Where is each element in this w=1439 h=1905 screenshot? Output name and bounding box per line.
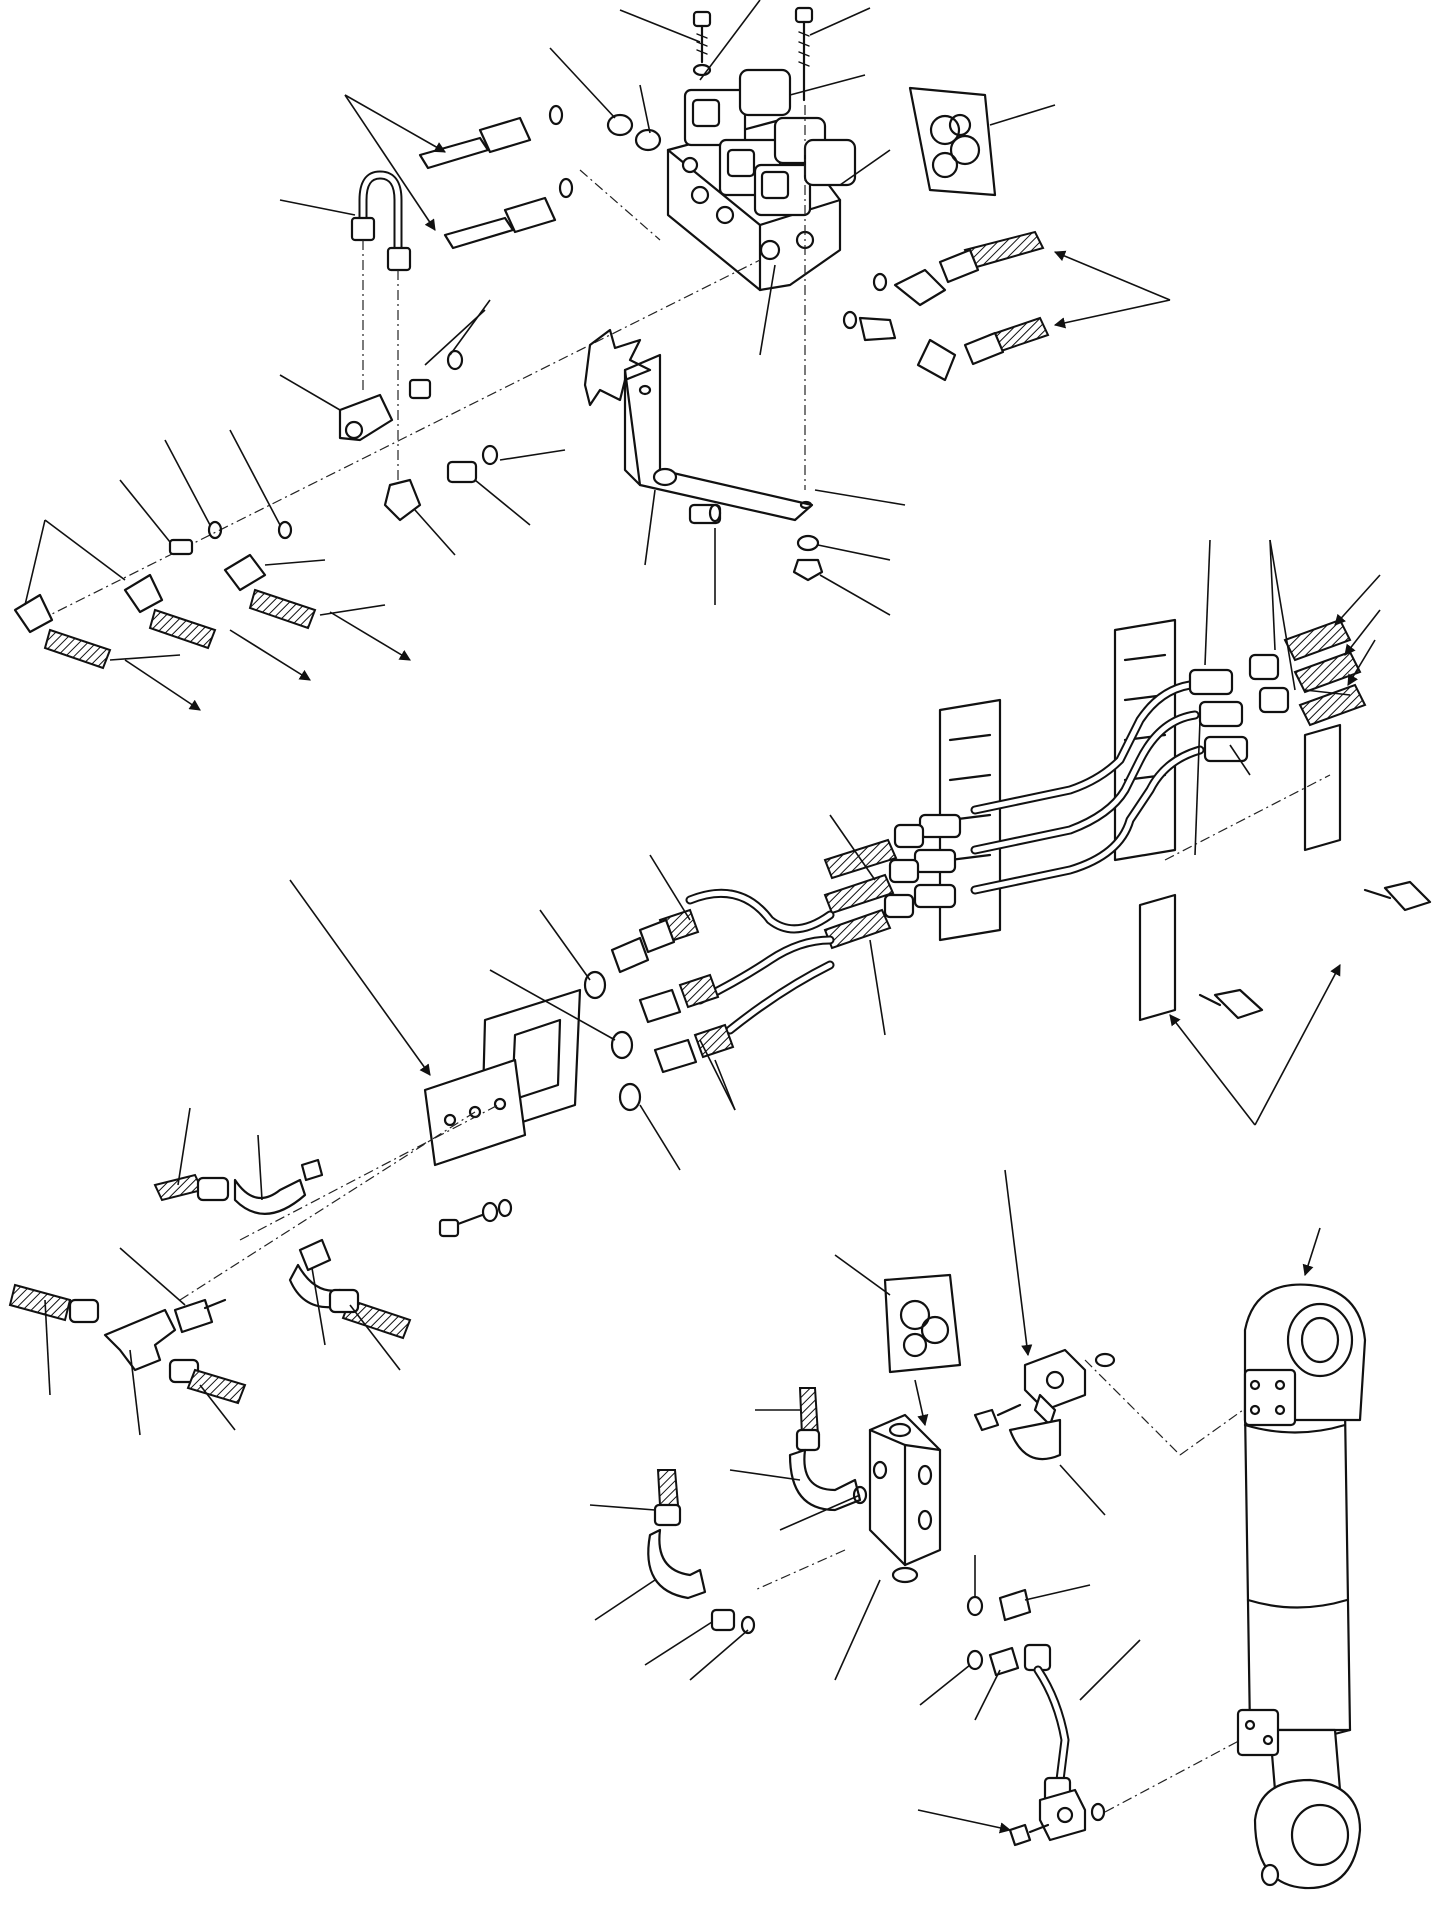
tee-fitting: [338, 349, 464, 442]
solenoid-coil: [683, 68, 857, 217]
hose-end-fitting: [823, 618, 1367, 950]
tee-fitting: [8, 1283, 247, 1405]
elbow-fitting: [13, 444, 499, 670]
swivel-hose-connector: [583, 888, 835, 1112]
mounting-bracket: [583, 328, 814, 522]
flange-fitting: [973, 1348, 1251, 1847]
hose-clamp-assembly: [938, 618, 1432, 1022]
bolt-washer: [438, 1198, 513, 1238]
adapter-fitting: [647, 1387, 1032, 1677]
hydraulic-hose-end: [842, 230, 1050, 382]
elbow-fitting: [153, 1158, 412, 1340]
washer-nut: [652, 467, 824, 582]
bulkhead-plate: [179, 988, 582, 1301]
hydraulic-hose: [970, 680, 1205, 895]
hydraulic-cylinder: [1236, 1283, 1367, 1890]
seal-kit-packet: [908, 86, 997, 197]
u-tube-fitting: [350, 170, 412, 480]
mounting-bolt: [692, 6, 814, 102]
seal-kit-packet: [883, 1273, 962, 1374]
solenoid-valve-assembly: [39, 6, 1050, 621]
hydraulic-hose-end: [418, 116, 557, 250]
relief-valve-block: [754, 1413, 942, 1591]
rigid-tube: [1023, 1643, 1072, 1805]
callout-leaders: [24, 0, 1381, 1834]
